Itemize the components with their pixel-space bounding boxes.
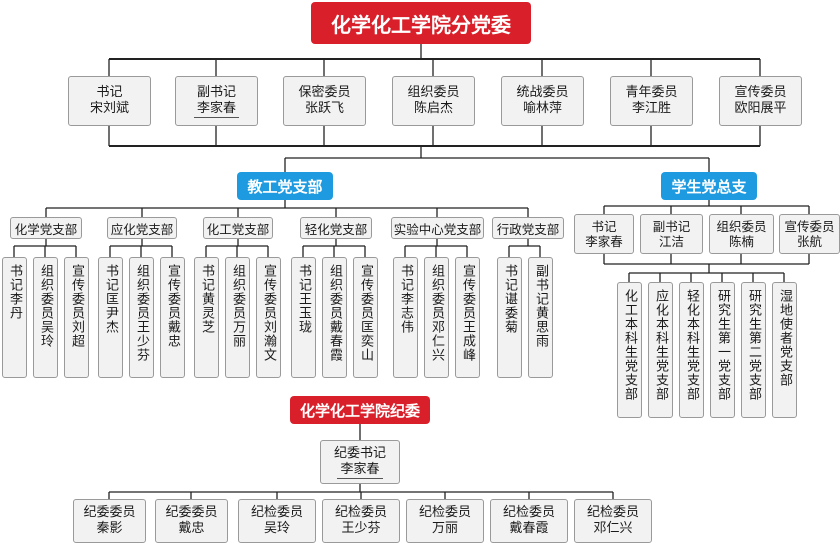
discipline-name: 邓仁兴 bbox=[593, 521, 633, 536]
branch-member: 组织委员吴玲 bbox=[33, 257, 58, 378]
student-branch: 轻化本科生党支部 bbox=[679, 282, 704, 418]
branch-member: 组织委员戴春霞 bbox=[322, 257, 347, 378]
discipline-secretary-name: 李家春 bbox=[337, 462, 383, 479]
branch-member: 书记李志伟 bbox=[393, 257, 418, 378]
student-branch: 湿地使者党支部 bbox=[772, 282, 797, 418]
branch-member: 宣传委员匡奕山 bbox=[353, 257, 378, 378]
discipline-role: 纪检委员 bbox=[334, 505, 387, 520]
committee-member: 青年委员 李江胜 bbox=[610, 76, 693, 126]
committee-member: 书记 宋刘斌 bbox=[68, 76, 151, 126]
branch-member: 书记王玉珑 bbox=[291, 257, 316, 378]
committee-member: 统战委员 喻林萍 bbox=[501, 76, 584, 126]
branch-member: 宣传委员刘瀚文 bbox=[256, 257, 281, 378]
discipline-member: 纪检委员 戴春霞 bbox=[490, 499, 568, 543]
discipline-role: 纪检委员 bbox=[502, 505, 555, 520]
discipline-name: 戴忠 bbox=[178, 521, 205, 536]
discipline-secretary-role: 纪委书记 bbox=[333, 445, 386, 461]
faculty-branch-header: 化学党支部 bbox=[10, 217, 82, 239]
committee-member: 组织委员 陈启杰 bbox=[392, 76, 475, 126]
faculty-branch-header: 应化党支部 bbox=[107, 217, 177, 239]
branch-member: 副书记黄思雨 bbox=[528, 257, 553, 378]
discipline-member: 纪检委员 吴玲 bbox=[238, 499, 316, 543]
discipline-role: 纪委委员 bbox=[83, 505, 136, 520]
committee-name: 李家春 bbox=[193, 101, 239, 118]
committee-role: 组织委员 bbox=[407, 85, 460, 100]
committee-role: 副书记 bbox=[196, 84, 236, 100]
student-committee-member: 书记 李家春 bbox=[574, 214, 634, 254]
discipline-member: 纪委委员 秦影 bbox=[73, 499, 146, 543]
discipline-role: 纪检委员 bbox=[418, 505, 471, 520]
student-committee-role: 书记 bbox=[591, 219, 617, 234]
branch-member: 组织委员王少芬 bbox=[129, 257, 154, 378]
committee-name: 喻林萍 bbox=[522, 101, 562, 116]
student-committee-member: 宣传委员 张航 bbox=[779, 214, 840, 254]
branch-member: 组织委员万丽 bbox=[225, 257, 250, 378]
discipline-role: 纪委委员 bbox=[165, 505, 218, 520]
branch-member: 书记匡尹杰 bbox=[98, 257, 123, 378]
faculty-branch-label: 教工党支部 bbox=[237, 172, 333, 200]
student-committee-name: 李家春 bbox=[585, 234, 623, 249]
discipline-name: 王少芬 bbox=[341, 521, 381, 536]
committee-role: 书记 bbox=[96, 85, 123, 100]
branch-member: 组织委员邓仁兴 bbox=[424, 257, 449, 378]
student-committee-role: 副书记 bbox=[652, 219, 691, 234]
discipline-member: 纪委委员 戴忠 bbox=[155, 499, 228, 543]
branch-member: 宣传委员王成峰 bbox=[455, 257, 480, 378]
student-committee-member: 组织委员 陈楠 bbox=[709, 214, 774, 254]
student-branch: 研究生第二党支部 bbox=[741, 282, 766, 418]
committee-name: 宋刘斌 bbox=[89, 101, 129, 116]
student-branch: 化工本科生党支部 bbox=[617, 282, 642, 418]
discipline-member: 纪检委员 邓仁兴 bbox=[574, 499, 652, 543]
branch-member: 书记李丹 bbox=[2, 257, 27, 378]
faculty-branch-header: 轻化党支部 bbox=[300, 217, 372, 239]
party-committee-title: 化学化工学院分党委 bbox=[311, 2, 531, 44]
faculty-branch-header: 化工党支部 bbox=[203, 217, 273, 239]
discipline-name: 秦影 bbox=[96, 521, 123, 536]
faculty-branch-header: 行政党支部 bbox=[492, 217, 564, 239]
committee-role: 保密委员 bbox=[298, 85, 351, 100]
committee-name: 张跃飞 bbox=[304, 101, 344, 116]
committee-name: 欧阳展平 bbox=[734, 101, 787, 116]
committee-role: 青年委员 bbox=[625, 85, 678, 100]
committee-role: 宣传委员 bbox=[734, 85, 787, 100]
student-committee-role: 组织委员 bbox=[716, 219, 767, 234]
student-committee-name: 张航 bbox=[796, 234, 822, 249]
discipline-member: 纪检委员 万丽 bbox=[406, 499, 484, 543]
student-committee-name: 陈楠 bbox=[728, 234, 754, 249]
branch-member: 宣传委员刘超 bbox=[64, 257, 89, 378]
discipline-committee-title: 化学化工学院纪委 bbox=[290, 396, 430, 424]
branch-member: 书记黄灵芝 bbox=[194, 257, 219, 378]
discipline-secretary: 纪委书记 李家春 bbox=[320, 440, 400, 484]
student-branch: 应化本科生党支部 bbox=[648, 282, 673, 418]
student-committee-name: 江洁 bbox=[658, 234, 684, 249]
faculty-branch-header: 实验中心党支部 bbox=[391, 217, 484, 239]
committee-member: 宣传委员 欧阳展平 bbox=[719, 76, 802, 126]
discipline-role: 纪检委员 bbox=[586, 505, 639, 520]
student-branch-label: 学生党总支 bbox=[661, 172, 757, 200]
committee-member: 保密委员 张跃飞 bbox=[283, 76, 366, 126]
committee-name: 陈启杰 bbox=[413, 101, 453, 116]
discipline-name: 戴春霞 bbox=[509, 521, 549, 536]
branch-member: 书记谌委菊 bbox=[497, 257, 522, 378]
committee-role: 统战委员 bbox=[516, 85, 569, 100]
student-branch: 研究生第一党支部 bbox=[710, 282, 735, 418]
discipline-member: 纪检委员 王少芬 bbox=[322, 499, 400, 543]
committee-member: 副书记 李家春 bbox=[175, 76, 258, 126]
committee-name: 李江胜 bbox=[631, 101, 671, 116]
branch-member: 宣传委员戴忠 bbox=[160, 257, 185, 378]
discipline-name: 万丽 bbox=[431, 521, 458, 536]
discipline-role: 纪检委员 bbox=[250, 505, 303, 520]
student-committee-role: 宣传委员 bbox=[784, 219, 835, 234]
discipline-name: 吴玲 bbox=[263, 521, 290, 536]
student-committee-member: 副书记 江洁 bbox=[640, 214, 703, 254]
